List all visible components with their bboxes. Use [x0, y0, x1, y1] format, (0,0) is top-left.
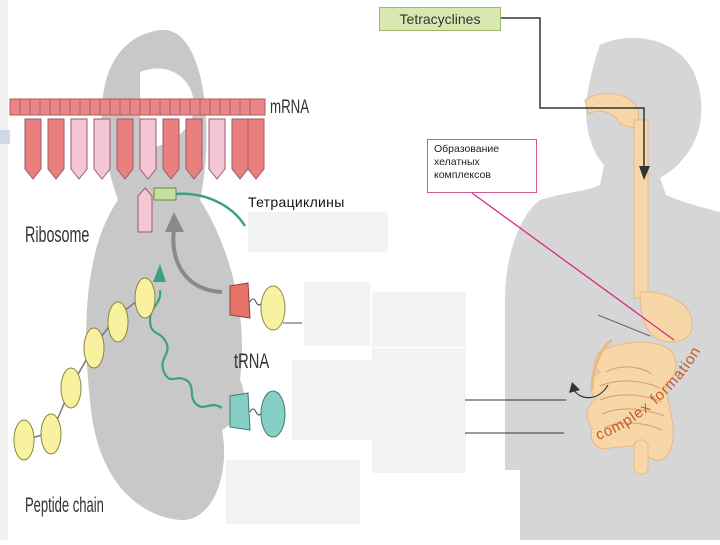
drug-route-line — [501, 17, 650, 180]
chelate-note-line-2: хелатных — [434, 156, 480, 168]
anticodon — [137, 187, 153, 233]
complex-arrow — [569, 382, 609, 399]
ribosome-label: Ribosome — [25, 222, 90, 247]
placeholder-boxes — [226, 212, 466, 524]
mrna-ticks — [19, 99, 251, 115]
amino-acid — [134, 277, 156, 319]
amino-acid — [107, 301, 129, 343]
trna-label: tRNA — [234, 350, 270, 373]
trna-entry-arrow — [165, 212, 223, 294]
page-edge — [0, 0, 8, 540]
amino-acid — [40, 413, 62, 455]
trna-red — [229, 282, 302, 331]
peptide-chain-label: Peptide chain — [25, 494, 104, 517]
intestine-folds — [599, 366, 665, 431]
tetracycline-molecule — [153, 187, 247, 227]
edge-marker — [0, 130, 10, 144]
tetracyclines-label: Tetracyclines — [379, 7, 501, 31]
mrna-strand — [9, 98, 266, 233]
amino-acid — [13, 419, 35, 461]
chelate-note-line-1: Образование — [434, 143, 500, 155]
peptide-chain — [13, 277, 156, 461]
chelate-pointer-line — [471, 192, 675, 341]
stomach-pointer — [597, 314, 651, 337]
amino-acid — [83, 327, 105, 369]
trna-teal — [229, 390, 286, 438]
mrna-label: mRNA — [270, 97, 310, 118]
chelate-note: Образование хелатных комплексов — [427, 139, 537, 193]
tetracyclines-ru-label: Тетрациклины — [248, 194, 345, 210]
amino-acid — [60, 367, 82, 409]
codon — [24, 118, 265, 180]
chelate-note-line-3: комплексов — [434, 169, 491, 181]
wavy-arrow — [148, 264, 223, 409]
